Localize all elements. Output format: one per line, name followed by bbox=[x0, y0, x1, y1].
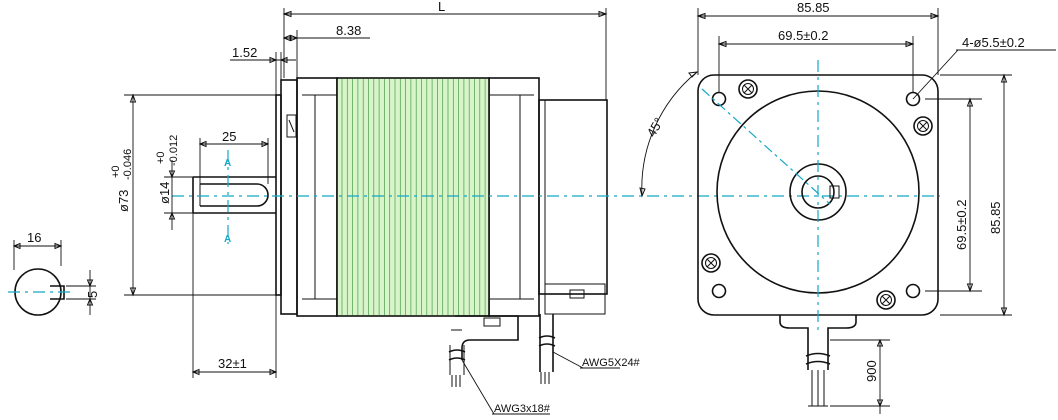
shaft-diameter-label: ø14 bbox=[157, 182, 172, 204]
flange-height-label: 85.85 bbox=[988, 201, 1003, 234]
pilot-tolerance-lower: -0.046 bbox=[122, 149, 134, 180]
pilot-tolerance-upper: +0 bbox=[110, 165, 122, 178]
section-key-label: 5 bbox=[85, 291, 100, 298]
screw-head bbox=[701, 253, 721, 273]
holes-label: 4-ø5.5±0.2 bbox=[962, 35, 1025, 50]
shaft-tolerance-upper: +0 bbox=[155, 151, 167, 164]
cooling-fins bbox=[341, 79, 486, 315]
mounting-hole bbox=[711, 283, 727, 299]
lead-length-label: 900 bbox=[864, 360, 879, 382]
bolt-spacing-horizontal-label: 69.5±0.2 bbox=[778, 28, 829, 43]
mounting-hole bbox=[905, 91, 921, 107]
section-marker-top: A bbox=[224, 158, 231, 169]
bolt-spacing-vertical-label: 69.5±0.2 bbox=[954, 199, 969, 250]
section-marker-bottom: A bbox=[224, 234, 231, 245]
mounting-hole bbox=[905, 283, 921, 299]
screw-head bbox=[738, 79, 758, 99]
flange-width-label: 85.85 bbox=[797, 0, 830, 15]
length-label: L bbox=[438, 0, 445, 14]
screw-head bbox=[876, 290, 896, 310]
angle-label: 45° bbox=[644, 115, 667, 140]
screw-head bbox=[913, 116, 933, 136]
front-view: 900 85.85 69.5±0.2 4-ø5.5±0.2 45° 69.5±0… bbox=[639, 0, 1056, 414]
shaft-extension-label: 32±1 bbox=[218, 356, 247, 371]
flange-label: 1.52 bbox=[232, 45, 257, 60]
section-width-label: 16 bbox=[27, 230, 41, 245]
key-length-label: 25 bbox=[222, 129, 236, 144]
section-view: 16 5 bbox=[8, 230, 100, 316]
cable-label-upper: AWG5X24# bbox=[582, 357, 641, 369]
shaft-tolerance-lower: -0.012 bbox=[168, 135, 180, 166]
boss-label: 8.38 bbox=[336, 23, 361, 38]
cable-label-lower: AWG3x18# bbox=[494, 403, 551, 415]
pilot-diameter-label: ø73 bbox=[116, 190, 131, 212]
side-view: A A bbox=[110, 0, 940, 415]
